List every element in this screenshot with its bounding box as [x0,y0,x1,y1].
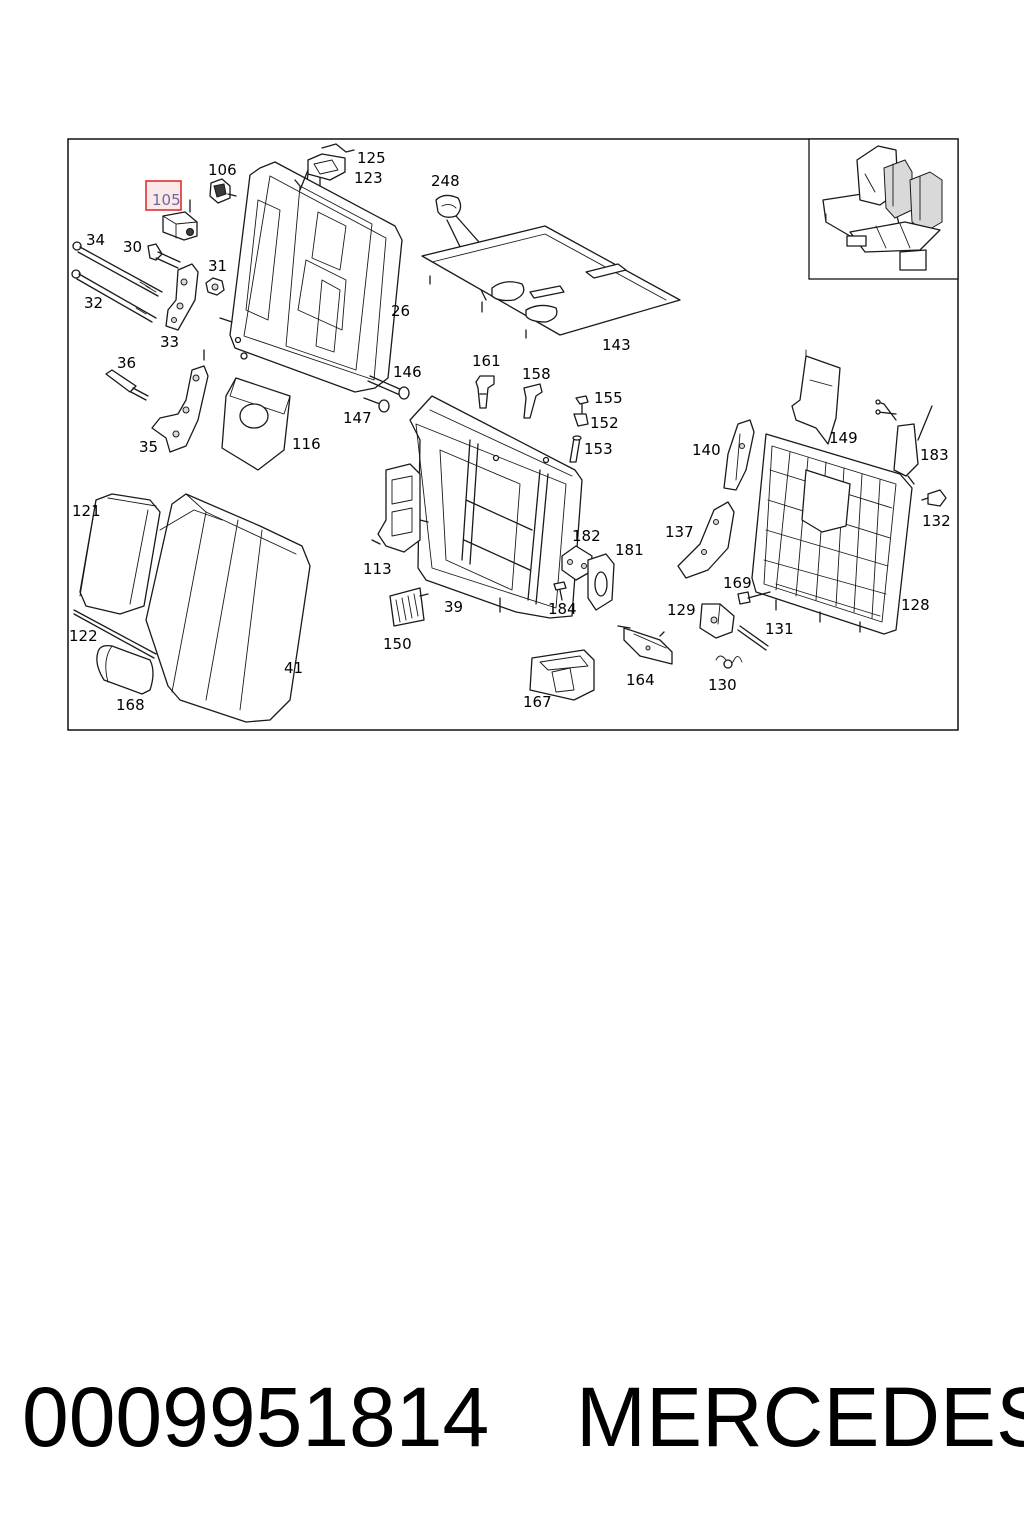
part-113-bracket [371,463,429,553]
callout-181: 181 [615,541,644,559]
part-121-side-cushion [79,493,161,615]
callout-168: 168 [116,696,145,714]
part-167-cover [529,649,595,701]
part-146-bolt [367,375,410,400]
callout-146: 146 [393,363,422,381]
callout-130: 130 [708,676,737,694]
callout-32: 32 [84,294,103,312]
part-132-clip [921,489,947,507]
part-184-screw [553,581,567,601]
part-150-brush [389,587,429,627]
part-147-bolt [363,397,390,413]
callout-123: 123 [354,169,383,187]
callout-105: 105 [152,191,181,209]
part-140-bracket [723,419,755,491]
callout-121: 121 [72,502,101,520]
callout-161: 161 [472,352,501,370]
part-149-plate [791,349,841,445]
callout-183: 183 [920,446,949,464]
part-183-wire-module [875,399,933,485]
callout-184: 184 [548,600,577,618]
callout-155: 155 [594,389,623,407]
part-125-123-latch [305,143,355,191]
callout-30: 30 [123,238,142,256]
part-30-pin [147,243,181,269]
part-36-pin [105,369,149,401]
callout-131: 131 [765,620,794,638]
callout-113: 113 [363,560,392,578]
part-128-seat-shell [751,433,913,635]
callout-137: 137 [665,523,694,541]
part-34-bolt [72,241,163,297]
part-137-bracket [677,501,735,579]
part-116-pad [221,377,291,471]
callout-116: 116 [292,435,321,453]
part-155-screw [575,395,589,415]
part-31-nut [205,277,225,296]
part-143-floor-panel [421,225,681,339]
part-131-rod [737,625,769,651]
part-39-seat-base-frame [409,395,583,619]
part-number: 0009951814 [22,1370,490,1464]
callout-132: 132 [922,512,951,530]
callout-33: 33 [160,333,179,351]
callout-152: 152 [590,414,619,432]
callout-26: 26 [391,302,410,320]
callout-106: 106 [208,161,237,179]
inset-seat-overview [822,145,943,271]
part-41-backrest-cushion [145,493,311,723]
callout-labels: 106 125 123 248 34 30 31 32 33 26 143 36… [69,149,951,714]
part-152-clip [573,413,589,427]
part-169-screw [737,591,771,605]
callout-41: 41 [284,659,303,677]
callout-39: 39 [444,598,463,616]
callout-36: 36 [117,354,136,372]
part-164-bracket [617,625,673,665]
callout-31: 31 [208,257,227,275]
brand-name: MERCEDES [576,1370,1024,1464]
callout-169: 169 [723,574,752,592]
part-106-clip [209,178,237,204]
callout-34: 34 [86,231,105,249]
part-168-bolster [96,644,154,695]
highlight-box-105 [145,180,182,211]
part-158-pin [523,383,543,419]
part-33-hinge-plate [165,263,199,331]
callout-125: 125 [357,149,386,167]
callout-122: 122 [69,627,98,645]
caption-bar: 0009951814 MERCEDES [0,1362,1024,1472]
part-153-bolt [569,435,582,463]
part-130-spring [715,655,743,669]
part-35-bracket [151,349,209,453]
part-122-rod [73,609,157,659]
part-161-pin [475,375,495,409]
parts-diagram: 105 [67,138,959,731]
callout-164: 164 [626,671,655,689]
callout-143: 143 [602,336,631,354]
part-32-bolt [71,269,157,323]
callout-182: 182 [572,527,601,545]
callout-140: 140 [692,441,721,459]
callout-149: 149 [829,429,858,447]
callout-35: 35 [139,438,158,456]
part-26-backrest-frame [219,161,403,393]
part-129-latch [699,603,735,639]
callout-150: 150 [383,635,412,653]
part-105-bracket [162,199,198,241]
callout-158: 158 [522,365,551,383]
part-181-bracket [587,553,615,611]
callout-248: 248 [431,172,460,190]
callout-167: 167 [523,693,552,711]
callout-147: 147 [343,409,372,427]
callout-128: 128 [901,596,930,614]
callout-153: 153 [584,440,613,458]
callout-129: 129 [667,601,696,619]
